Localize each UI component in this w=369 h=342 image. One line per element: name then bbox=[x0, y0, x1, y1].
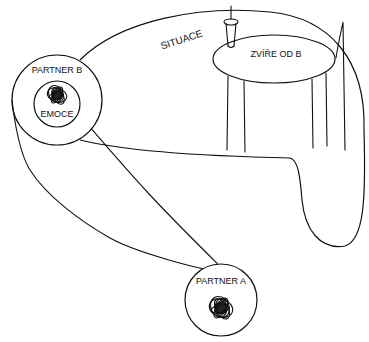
circle-outline bbox=[12, 55, 102, 145]
emotion-circle-outline bbox=[33, 80, 81, 128]
partner-circle: PARTNER B EMOCE bbox=[11, 54, 103, 146]
sight-line bbox=[12, 100, 203, 269]
table-top: ZVÍŘE OD B bbox=[212, 34, 336, 84]
table-top-outline bbox=[212, 34, 336, 84]
partner-label: PARTNER B bbox=[32, 65, 83, 76]
partner-circle-outline bbox=[184, 263, 258, 337]
table-legs bbox=[227, 22, 345, 152]
animal-object bbox=[224, 6, 238, 48]
circle-outline bbox=[185, 264, 257, 336]
sight-line bbox=[91, 129, 217, 264]
situation-region-stroke bbox=[80, 10, 365, 246]
emotion-circle-stroke bbox=[34, 81, 80, 127]
object-label: ZVÍŘE OD B bbox=[250, 49, 301, 60]
situation-region-outline bbox=[60, 0, 369, 258]
partner-circle-stroke bbox=[185, 264, 257, 336]
circle-outline bbox=[34, 81, 80, 127]
region-label: SITUACE bbox=[160, 28, 205, 53]
situation-region: SITUACE ZVÍŘE OD B bbox=[60, 0, 369, 258]
emotion-scribble bbox=[45, 83, 69, 107]
blob-outline bbox=[80, 10, 365, 246]
partner-label: PARTNER A bbox=[196, 276, 246, 287]
table-top-stroke bbox=[213, 35, 335, 83]
emotion-label: EMOCE bbox=[40, 109, 73, 120]
partner-circle-stroke bbox=[12, 55, 102, 145]
emotion-scribble bbox=[207, 293, 236, 322]
emotion-circle: EMOCE bbox=[33, 80, 81, 128]
partner-circle: PARTNER A bbox=[184, 263, 258, 337]
ellipse-outline bbox=[213, 35, 335, 83]
